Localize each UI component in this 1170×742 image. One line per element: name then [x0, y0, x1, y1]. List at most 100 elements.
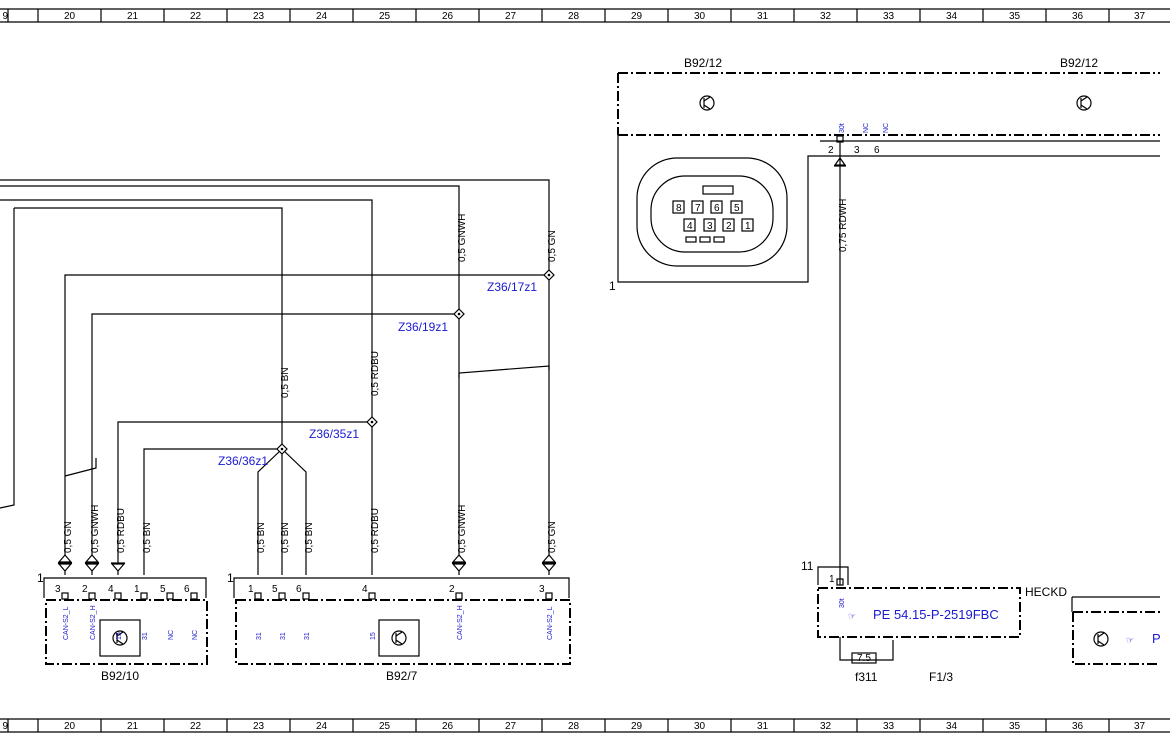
b92-12-housing: B92/12 B92/12 30t NC NC 2 3 6: [609, 56, 1160, 585]
pin-number: 1: [134, 584, 140, 595]
ruler-column-number: 27: [505, 721, 517, 732]
pin-number: 6: [184, 584, 190, 595]
pin-signal: NC: [192, 630, 199, 640]
wire-label-rdwh: 0,75 RDWH: [838, 199, 849, 252]
splice-label: Z36/17z1: [487, 280, 537, 294]
ruler-column-number: 20: [64, 11, 76, 22]
ruler-column-number: 37: [1134, 11, 1146, 22]
ruler-column-number: 31: [757, 11, 769, 22]
wire-label-bn: 0,5 BN: [142, 522, 153, 553]
fuse-label: f311: [855, 670, 878, 684]
pin-number: 1: [248, 584, 254, 595]
wire-label-gn: 0,5 GN: [547, 521, 558, 553]
pin-number: 2: [828, 145, 834, 156]
ruler-column-number: 22: [190, 11, 202, 22]
pin-signal: 31: [256, 632, 263, 640]
cavity-number: 7: [695, 203, 701, 214]
document-link-icon: ☞: [848, 611, 856, 621]
splice-label: Z36/19z1: [398, 320, 448, 334]
ruler-column-number: 26: [442, 11, 454, 22]
pin-signal: 31: [142, 632, 149, 640]
ruler-column-number: 32: [820, 721, 832, 732]
ruler-column-number: 9: [2, 721, 8, 732]
ruler-column-number: 35: [1009, 721, 1021, 732]
pin-number: 5: [272, 584, 278, 595]
f1-3-fuse-box: 11 1 30t ☞ PE 54.15-P-2519FBC 7.5 f311 F…: [801, 559, 1161, 684]
b92-12-left-label: B92/12: [684, 56, 722, 70]
rdwh-wire: 0,75 RDWH: [833, 142, 849, 585]
pin-number: 5: [160, 584, 166, 595]
wire-label-bn: 0,5 BN: [304, 522, 315, 553]
ruler-column-number: 37: [1134, 721, 1146, 732]
cavity-number: 2: [726, 221, 732, 232]
wiring-harness: Z36/17z1 Z36/19z1 Z36/35z1 Z36/36z1 0,5 …: [0, 179, 558, 575]
splice-label: Z36/35z1: [309, 427, 359, 441]
connector-pin: 415: [108, 584, 123, 640]
ruler-column-number: 24: [316, 721, 328, 732]
pin-signal: NC: [863, 123, 870, 133]
component-label-f1-3: F1/3: [929, 670, 953, 684]
wire-label-rdbu: 0,5 RDBU: [370, 351, 381, 396]
pin-number: 4: [362, 584, 368, 595]
pin-signal: 31: [304, 632, 311, 640]
pin-one-marker: 1: [227, 571, 234, 585]
ruler-column-number: 23: [253, 721, 265, 732]
wire-label-gnwh: 0,5 GNWH: [457, 214, 468, 262]
connector-pin: 4 15: [362, 584, 377, 640]
pin-signal: 15: [370, 632, 377, 640]
connector-pin: 5NC: [160, 584, 175, 640]
wire-label-gn: 0,5 GN: [63, 521, 74, 553]
ruler-column-number: 24: [316, 11, 328, 22]
pin-number: 2: [82, 584, 88, 595]
cavity-number: 5: [734, 203, 740, 214]
cavity-number: 8: [676, 203, 682, 214]
connector-arrow-icon: [57, 554, 73, 572]
reference-link[interactable]: PE 54.15-P-2519FBC: [873, 607, 999, 622]
document-link-icon: ☞: [1126, 635, 1134, 645]
splice-z36-19z1: Z36/19z1: [398, 308, 465, 334]
ruler-column-number: 29: [631, 721, 643, 732]
pin-number: 3: [55, 584, 61, 595]
b92-10-label: B92/10: [101, 669, 139, 683]
ruler-column-number: 30: [694, 721, 706, 732]
cavity-number: 6: [714, 203, 720, 214]
ruler-column-number: 23: [253, 11, 265, 22]
pin-one-marker: 1: [37, 571, 44, 585]
pin-signal: CAN-S2_L: [547, 606, 554, 640]
ruler-column-number: 36: [1072, 11, 1084, 22]
transistor-icon: [1093, 631, 1109, 647]
splice-label: Z36/36z1: [218, 454, 268, 468]
ruler-column-number: 32: [820, 11, 832, 22]
ruler-column-number: 31: [757, 721, 769, 732]
wire-label-gnwh: 0,5 GNWH: [457, 505, 468, 553]
ruler-column-number: 34: [946, 11, 958, 22]
pin-signal: NC: [168, 630, 175, 640]
pin-number: 6: [874, 145, 880, 156]
connector-housing-drawing: 8 7 6 5 4 3 2 1 1: [609, 135, 1160, 293]
ruler-column-number: 21: [127, 11, 139, 22]
ruler-column-number: 33: [883, 11, 895, 22]
wire-label-gn: 0,5 GN: [547, 230, 558, 262]
ruler-column-number: 29: [631, 11, 643, 22]
connector-pin: 531: [272, 584, 287, 640]
pin-signal: 15: [116, 632, 123, 640]
ruler-column-number: 34: [946, 721, 958, 732]
pin-number-11: 11: [801, 559, 814, 573]
reference-link-cut[interactable]: P: [1152, 631, 1161, 646]
pin-signal: CAN-S2_H: [90, 605, 97, 640]
pin-signal: NC: [883, 123, 890, 133]
ruler-column-number: 26: [442, 721, 454, 732]
cavity-number: 4: [687, 221, 693, 232]
wire-label-bn: 0,5 BN: [280, 367, 291, 398]
ruler-column-number: 27: [505, 11, 517, 22]
connector-arrow-icon: [110, 562, 126, 572]
pin-signal: CAN-S2_H: [457, 605, 464, 640]
